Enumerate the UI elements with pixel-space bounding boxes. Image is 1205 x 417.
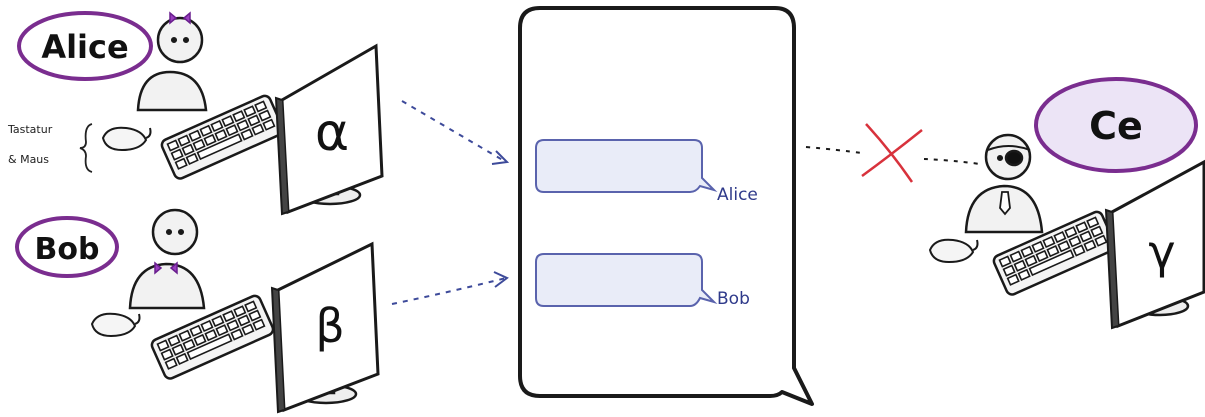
eve-name-oval: Ce [1034, 77, 1198, 173]
tie-icon [999, 191, 1011, 216]
bob-person-icon [128, 208, 206, 310]
bob-group: Bob β [15, 208, 509, 414]
eve-connection-line [805, 146, 863, 154]
eve-screen-glyph: γ [1148, 225, 1175, 279]
block-cross-icon [861, 123, 923, 183]
bob-computer-icon: β [270, 241, 380, 414]
bob-screen-glyph: β [315, 299, 344, 353]
chat-message-alice-sender: Alice [717, 185, 758, 205]
chat-message-bob-sender: Bob [717, 289, 750, 309]
alice-computer-icon: α [274, 43, 384, 216]
alice-arrow [401, 100, 507, 163]
alice-screen-glyph: α [315, 103, 349, 163]
alice-name-oval: Alice [17, 11, 153, 81]
alice-person-icon [136, 11, 208, 112]
input-device-label: Tastatur & Maus [7, 123, 93, 173]
input-label-line2: & Maus [8, 153, 49, 166]
chat-message-alice: Alice [535, 139, 758, 205]
eve-person-icon [964, 133, 1044, 234]
eve-name-label: Ce [1089, 104, 1143, 148]
bob-name-oval: Bob [15, 216, 119, 278]
input-label-line1: Tastatur [7, 123, 53, 136]
chat-message-bob: Bob [535, 253, 750, 309]
alice-mouse-icon [101, 126, 152, 152]
bob-arrow [391, 277, 507, 305]
eve-keyboard-icon [992, 210, 1117, 296]
eyepatch-icon [1004, 149, 1024, 167]
alice-keyboard-icon [160, 94, 285, 180]
bob-name-label: Bob [35, 232, 100, 267]
eve-computer-icon: γ [1104, 159, 1205, 330]
eve-group: Ce [805, 77, 1205, 330]
alice-group: Alice Tastatur & Maus [7, 11, 510, 216]
bob-keyboard-icon [150, 294, 275, 380]
chat-window: Alice Bob [518, 6, 814, 406]
bob-mouse-icon [90, 312, 141, 338]
eve-mouse-icon [928, 238, 979, 264]
alice-name-label: Alice [41, 28, 128, 66]
